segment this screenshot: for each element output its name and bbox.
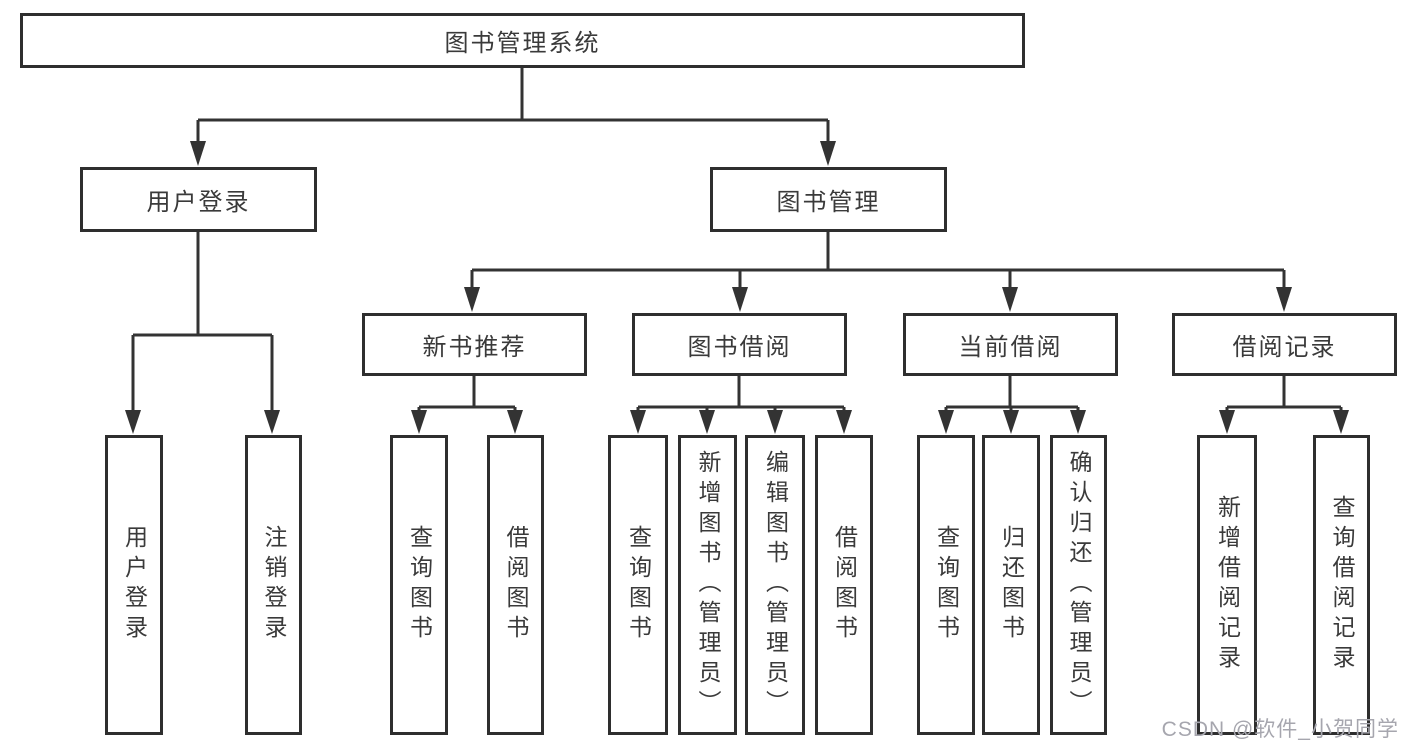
node-label: 编辑图书（管理员） bbox=[762, 450, 789, 720]
node-label: 借阅记录 bbox=[1232, 334, 1337, 361]
node-label: 借阅图书 bbox=[503, 525, 529, 645]
node-label: 查询图书 bbox=[406, 525, 433, 645]
node-label: 借阅图书 bbox=[831, 525, 858, 645]
leaf-query-books-current: 查询图书 bbox=[917, 435, 975, 735]
node-label: 用户登录 bbox=[146, 189, 251, 216]
node-root-system: 图书管理系统 bbox=[20, 13, 1025, 68]
node-label: 新增图书（管理员） bbox=[695, 450, 721, 720]
csdn-watermark: CSDN @软件_小贺同学 bbox=[1161, 718, 1399, 741]
node-label: 归还图书 bbox=[998, 525, 1025, 645]
leaf-logout: 注销登录 bbox=[245, 435, 302, 735]
node-book-management: 图书管理 bbox=[710, 167, 947, 232]
node-current-borrow: 当前借阅 bbox=[903, 313, 1118, 376]
node-user-login: 用户登录 bbox=[80, 167, 317, 232]
leaf-confirm-return-admin: 确认归还（管理员） bbox=[1050, 435, 1107, 735]
node-label: 新书推荐 bbox=[422, 334, 527, 361]
node-label: 查询图书 bbox=[933, 525, 960, 645]
leaf-edit-book-admin: 编辑图书（管理员） bbox=[745, 435, 805, 735]
node-label: 图书借阅 bbox=[687, 334, 792, 361]
node-new-book-recommend: 新书推荐 bbox=[362, 313, 587, 376]
leaf-user-login: 用户登录 bbox=[105, 435, 163, 735]
node-label: 注销登录 bbox=[261, 525, 287, 645]
leaf-add-book-admin: 新增图书（管理员） bbox=[678, 435, 737, 735]
node-label: 用户登录 bbox=[121, 525, 148, 645]
node-label: 当前借阅 bbox=[958, 334, 1063, 361]
node-label: 确认归还（管理员） bbox=[1066, 450, 1092, 720]
leaf-query-borrow-record: 查询借阅记录 bbox=[1313, 435, 1370, 735]
node-label: 查询借阅记录 bbox=[1329, 495, 1355, 675]
leaf-borrow-books-recommend: 借阅图书 bbox=[487, 435, 544, 735]
leaf-return-book: 归还图书 bbox=[982, 435, 1040, 735]
leaf-query-books-borrow: 查询图书 bbox=[608, 435, 668, 735]
node-label: 图书管理系统 bbox=[444, 30, 601, 57]
node-label: 新增借阅记录 bbox=[1214, 495, 1241, 675]
node-book-borrow: 图书借阅 bbox=[632, 313, 847, 376]
node-label: 图书管理 bbox=[776, 189, 881, 216]
leaf-borrow-books: 借阅图书 bbox=[815, 435, 873, 735]
leaf-add-borrow-record: 新增借阅记录 bbox=[1197, 435, 1257, 735]
leaf-query-books-recommend: 查询图书 bbox=[390, 435, 448, 735]
node-borrow-records: 借阅记录 bbox=[1172, 313, 1397, 376]
node-label: 查询图书 bbox=[625, 525, 652, 645]
